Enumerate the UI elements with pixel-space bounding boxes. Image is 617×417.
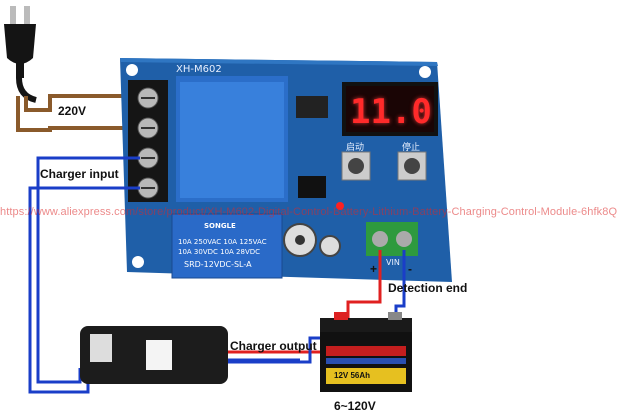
led-display: [342, 82, 438, 136]
vin-label: VIN: [386, 258, 400, 267]
terminal-block-left: [128, 80, 168, 202]
start-button[interactable]: [341, 151, 371, 181]
stop-button[interactable]: [397, 151, 427, 181]
battery-spec: 12V 56Ah: [334, 371, 371, 380]
stop-label: 停止: [402, 143, 421, 153]
watermark-url: https://www.aliexpress.com/store/product…: [0, 206, 617, 218]
mains-wires: [16, 94, 140, 132]
charger-adapter: [80, 326, 300, 384]
plus-label: +: [370, 262, 378, 276]
status-led: [336, 202, 344, 210]
power-plug-icon: [4, 6, 37, 103]
charger-input-label: Charger input: [40, 167, 119, 181]
relay: [171, 213, 283, 279]
mains-voltage-label: 220V: [58, 104, 87, 118]
minus-label: -: [408, 262, 412, 276]
transformer: [176, 76, 288, 202]
ic-chip: [296, 96, 328, 118]
detection-terminal: [366, 222, 418, 256]
battery-range-label: 6~120V: [334, 399, 376, 413]
regulator: [298, 176, 326, 198]
voltage-readout: 11.0: [350, 92, 432, 132]
relay-rating-1: 10A 250VAC 10A 125VAC: [178, 238, 267, 246]
relay-rating-2: 10A 30VDC 10A 28VDC: [178, 248, 261, 256]
charger-input-wire: [36, 156, 140, 384]
relay-model: SRD-12VDC-SL-A: [184, 260, 252, 269]
battery: [320, 312, 412, 392]
detection-end-label: Detection end: [388, 281, 468, 295]
charger-output-label: Charger output: [230, 339, 317, 353]
relay-brand: SONGLE: [204, 222, 236, 230]
capacitor: [319, 235, 341, 257]
capacitor: [283, 223, 317, 257]
start-label: 启动: [346, 143, 365, 153]
wiring-diagram: [4, 6, 452, 394]
board-model: XH-M602: [176, 64, 222, 75]
